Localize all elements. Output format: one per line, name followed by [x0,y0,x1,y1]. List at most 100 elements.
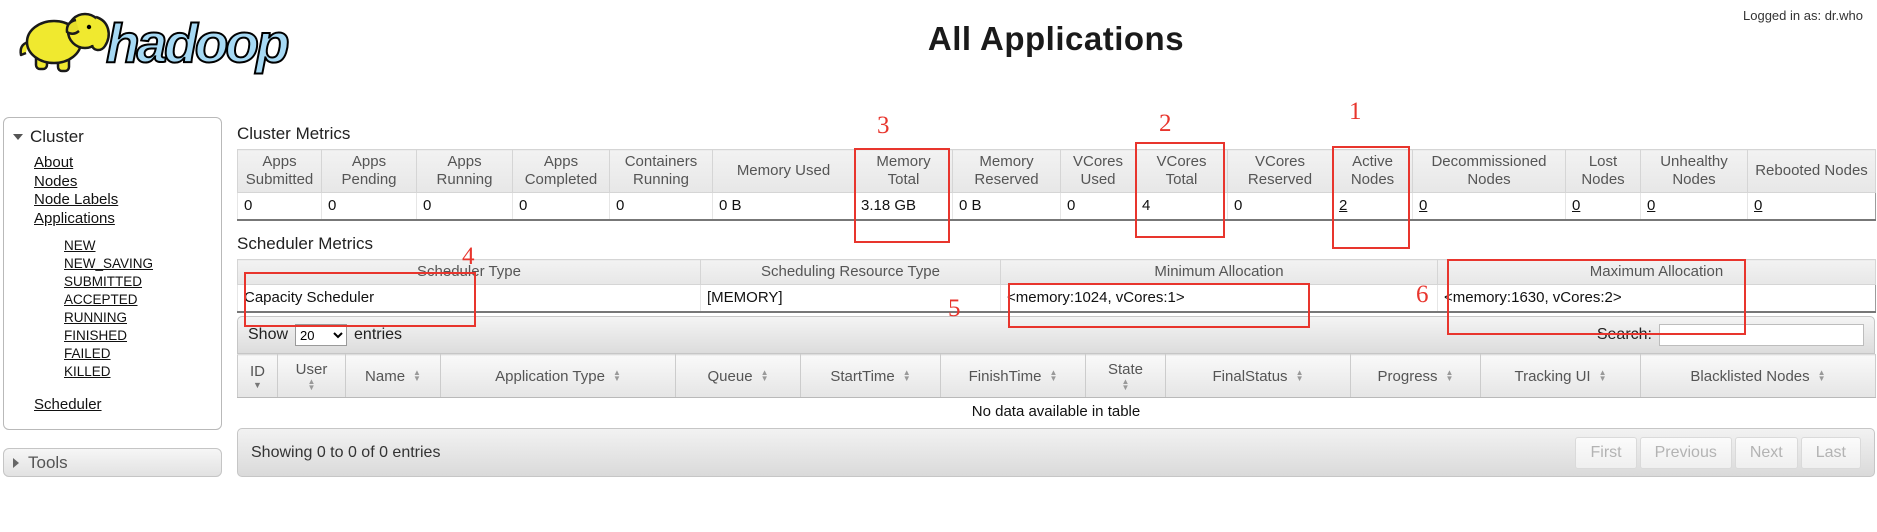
apps-col-user-label: User [295,360,328,378]
sort-both-icon: ▲▼ [1121,376,1130,392]
hadoop-logo-image: hadoop [19,11,292,75]
sidebar-item-applications[interactable]: Applications [34,209,115,227]
sidebar-item-new[interactable]: NEW [64,238,96,253]
cluster-val-lost-nodes-link[interactable]: 0 [1572,197,1581,214]
sidebar-cluster-section: Cluster About Nodes Node Labels Applicat… [3,117,222,430]
table-length-bar: Show 20 entries Search: [237,316,1875,354]
cluster-val-vcores-reserved: 0 [1227,192,1333,220]
apps-col-blacklisted-nodes-label: Blacklisted Nodes [1690,367,1810,385]
sidebar-item-finished[interactable]: FINISHED [64,328,128,343]
cluster-col-lost-nodes: Lost Nodes [1565,149,1641,193]
sidebar-item-new-saving[interactable]: NEW_SAVING [64,256,154,271]
search-label: Search: [1596,326,1652,343]
cluster-val-apps-completed: 0 [512,192,610,220]
cluster-val-decommissioned-nodes-link[interactable]: 0 [1419,197,1428,214]
sidebar-item-killed[interactable]: KILLED [64,364,111,379]
cluster-val-vcores-used: 0 [1060,192,1136,220]
apps-col-queue-label: Queue [707,367,753,385]
table-info: Showing 0 to 0 of 0 entries [251,443,441,461]
cluster-val-containers-running: 0 [609,192,713,220]
scheduler-col-min-allocation: Minimum Allocation [1000,259,1438,285]
sort-both-icon: ▲▼ [612,368,621,383]
apps-col-state-label: State [1107,360,1144,378]
main-content: Cluster Metrics Apps Submitted Apps Pend… [237,124,1876,477]
sidebar-item-failed[interactable]: FAILED [64,346,111,361]
scheduler-val-min-allocation: <memory:1024, vCores:1> [1000,284,1438,312]
search-input[interactable] [1659,324,1864,346]
apps-col-progress-label: Progress [1377,367,1438,385]
pagination: First Previous Next Last [1572,436,1861,469]
apps-col-user[interactable]: User ▲▼ [277,354,346,398]
apps-col-progress[interactable]: Progress ▲▼ [1350,354,1481,398]
sort-both-icon: ▲▼ [902,368,911,383]
scheduler-col-max-allocation: Maximum Allocation [1437,259,1876,285]
logo-text: hadoop [106,12,288,74]
table-footer-bar: Showing 0 to 0 of 0 entries First Previo… [237,428,1875,477]
sidebar-app-states: NEW NEW_SAVING SUBMITTED ACCEPTED RUNNIN… [64,237,221,381]
previous-page-button[interactable]: Previous [1639,436,1732,469]
cluster-col-apps-running: Apps Running [416,149,513,193]
page-size-select[interactable]: 20 [295,324,348,346]
apps-col-state[interactable]: State ▲▼ [1085,354,1166,398]
scheduler-val-max-allocation: <memory:1630, vCores:2> [1437,284,1876,312]
sidebar-cluster-header[interactable]: Cluster [4,122,221,150]
sort-both-icon: ▲▼ [760,368,769,383]
chevron-down-icon [13,134,23,140]
sidebar-main-links: About Nodes Node Labels Applications [34,154,221,228]
logged-in-status: Logged in as: dr.who [1743,8,1863,23]
sidebar-cluster-label: Cluster [30,127,84,146]
sidebar-item-accepted[interactable]: ACCEPTED [64,292,138,307]
apps-col-name-label: Name [365,367,406,385]
chevron-right-icon [13,457,19,468]
cluster-col-apps-completed: Apps Completed [512,149,610,193]
sort-both-icon: ▲▼ [413,368,421,383]
entries-label: entries [354,326,403,343]
page-title: All Applications [927,20,1185,57]
sort-both-icon: ▲▼ [1295,368,1304,383]
sidebar-item-about[interactable]: About [34,154,74,171]
sidebar-item-nodes[interactable]: Nodes [34,172,78,190]
cluster-col-active-nodes: Active Nodes [1332,149,1413,193]
cluster-col-containers-running: Containers Running [609,149,713,193]
cluster-col-apps-pending: Apps Pending [321,149,417,193]
next-page-button[interactable]: Next [1734,436,1798,469]
apps-col-starttime[interactable]: StartTime ▲▼ [800,354,941,398]
apps-col-finalstatus[interactable]: FinalStatus ▲▼ [1165,354,1351,398]
sidebar-item-node-labels[interactable]: Node Labels [34,191,119,208]
cluster-col-vcores-total: VCores Total [1135,149,1228,193]
cluster-val-rebooted-nodes-link[interactable]: 0 [1754,197,1763,214]
cluster-col-vcores-reserved: VCores Reserved [1227,149,1333,193]
sidebar-tools-header[interactable]: Tools [3,448,222,477]
apps-col-finishtime[interactable]: FinishTime ▲▼ [940,354,1086,398]
sidebar-item-running[interactable]: RUNNING [64,310,127,325]
apps-col-id-label: ID [250,362,265,380]
apps-col-finishtime-label: FinishTime [968,367,1042,385]
apps-col-queue[interactable]: Queue ▲▼ [675,354,801,398]
cluster-col-decommissioned-nodes: Decommissioned Nodes [1412,149,1566,193]
first-page-button[interactable]: First [1575,436,1637,469]
apps-col-name[interactable]: Name ▲▼ [345,354,441,398]
apps-col-starttime-label: StartTime [830,367,895,385]
cluster-metrics-heading: Cluster Metrics [237,124,351,143]
hadoop-logo: hadoop [6,2,306,83]
scheduler-metrics-row: Capacity Scheduler [MEMORY] <memory:1024… [237,284,1876,312]
apps-col-blacklisted-nodes[interactable]: Blacklisted Nodes ▲▼ [1640,354,1876,398]
sidebar-item-submitted[interactable]: SUBMITTED [64,274,143,289]
apps-col-id[interactable]: ID ▼ [237,354,278,398]
cluster-val-unhealthy-nodes-link[interactable]: 0 [1647,197,1656,214]
last-page-button[interactable]: Last [1800,436,1861,469]
apps-col-tracking-ui-label: Tracking UI [1514,367,1591,385]
cluster-col-memory-total: Memory Total [854,149,953,193]
sidebar-item-scheduler[interactable]: Scheduler [34,396,102,413]
scheduler-val-type: Capacity Scheduler [237,284,701,312]
cluster-col-vcores-used: VCores Used [1060,149,1136,193]
sort-desc-icon: ▼ [253,379,262,390]
apps-col-tracking-ui[interactable]: Tracking UI ▲▼ [1480,354,1641,398]
cluster-val-memory-total: 3.18 GB [854,192,953,220]
cluster-val-active-nodes-link[interactable]: 2 [1339,197,1348,214]
cluster-val-memory-reserved: 0 B [952,192,1061,220]
sort-both-icon: ▲▼ [307,376,316,392]
scheduler-col-resource-type: Scheduling Resource Type [700,259,1001,285]
cluster-col-rebooted-nodes: Rebooted Nodes [1747,149,1876,193]
apps-col-application-type[interactable]: Application Type ▲▼ [440,354,676,398]
